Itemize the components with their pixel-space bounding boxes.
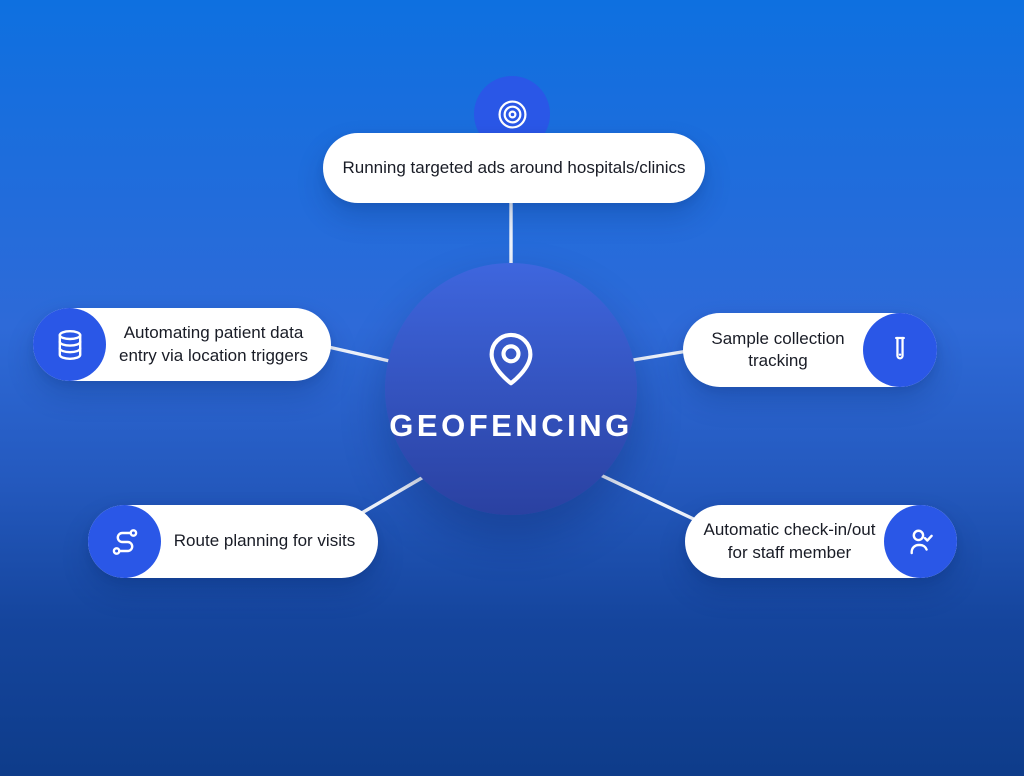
user-check-icon-circle [884, 505, 957, 578]
map-pin-icon [489, 332, 533, 386]
test-tube-icon [895, 336, 905, 360]
connector-bottom-right [588, 468, 704, 525]
node-targeted-ads[interactable]: Running targeted ads around hospitals/cl… [323, 133, 705, 203]
database-icon [58, 329, 81, 360]
database-icon-circle [33, 308, 106, 381]
node-route-planning[interactable]: Route planning for visits [88, 505, 378, 578]
node-route-planning-label: Route planning for visits [173, 531, 356, 551]
hub-title: GEOFENCING [389, 408, 633, 443]
node-targeted-ads-label: Running targeted ads around hospitals/cl… [342, 157, 686, 177]
node-sample-tracking-label: Sample collection tracking [711, 328, 845, 370]
node-patient-data-label: Automating patient data entry via locati… [119, 323, 308, 365]
node-patient-data[interactable]: Automating patient data entry via locati… [33, 308, 331, 381]
node-staff-checkin-label: Automatic check-in/out for staff member [703, 520, 876, 562]
node-sample-tracking[interactable]: Sample collection tracking [683, 313, 937, 387]
center-hub[interactable]: GEOFENCING [385, 263, 637, 515]
route-icon-circle [88, 505, 161, 578]
test-tube-icon-circle [863, 313, 937, 387]
node-staff-checkin[interactable]: Automatic check-in/out for staff member [685, 505, 957, 578]
user-check-icon [910, 529, 933, 554]
route-icon [112, 528, 137, 555]
target-icon [497, 99, 527, 129]
